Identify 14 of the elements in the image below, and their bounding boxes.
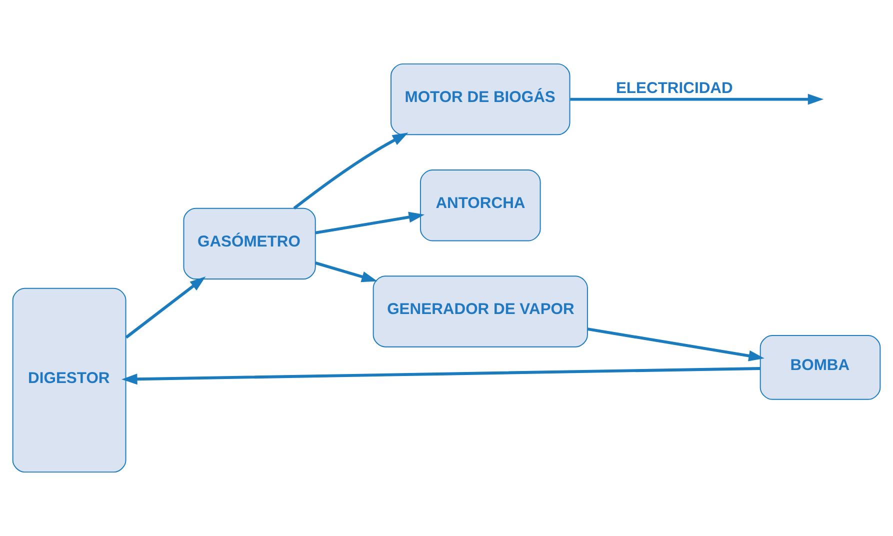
edge-label: ELECTRICIDAD [616,80,733,98]
node-box: GENERADOR DE VAPOR [372,276,588,348]
arrow [315,262,378,282]
arrow [570,94,824,105]
arrow [315,212,425,234]
node-box: ANTORCHA [420,170,541,242]
arrow [122,367,760,385]
arrow [588,328,764,362]
node-box: BOMBA [760,335,881,400]
arrow [125,276,206,339]
arrow [293,132,408,210]
node-box: GASÓMETRO [183,208,316,280]
node-box: MOTOR DE BIOGÁS [390,63,570,136]
node-box: DIGESTOR [12,288,126,473]
